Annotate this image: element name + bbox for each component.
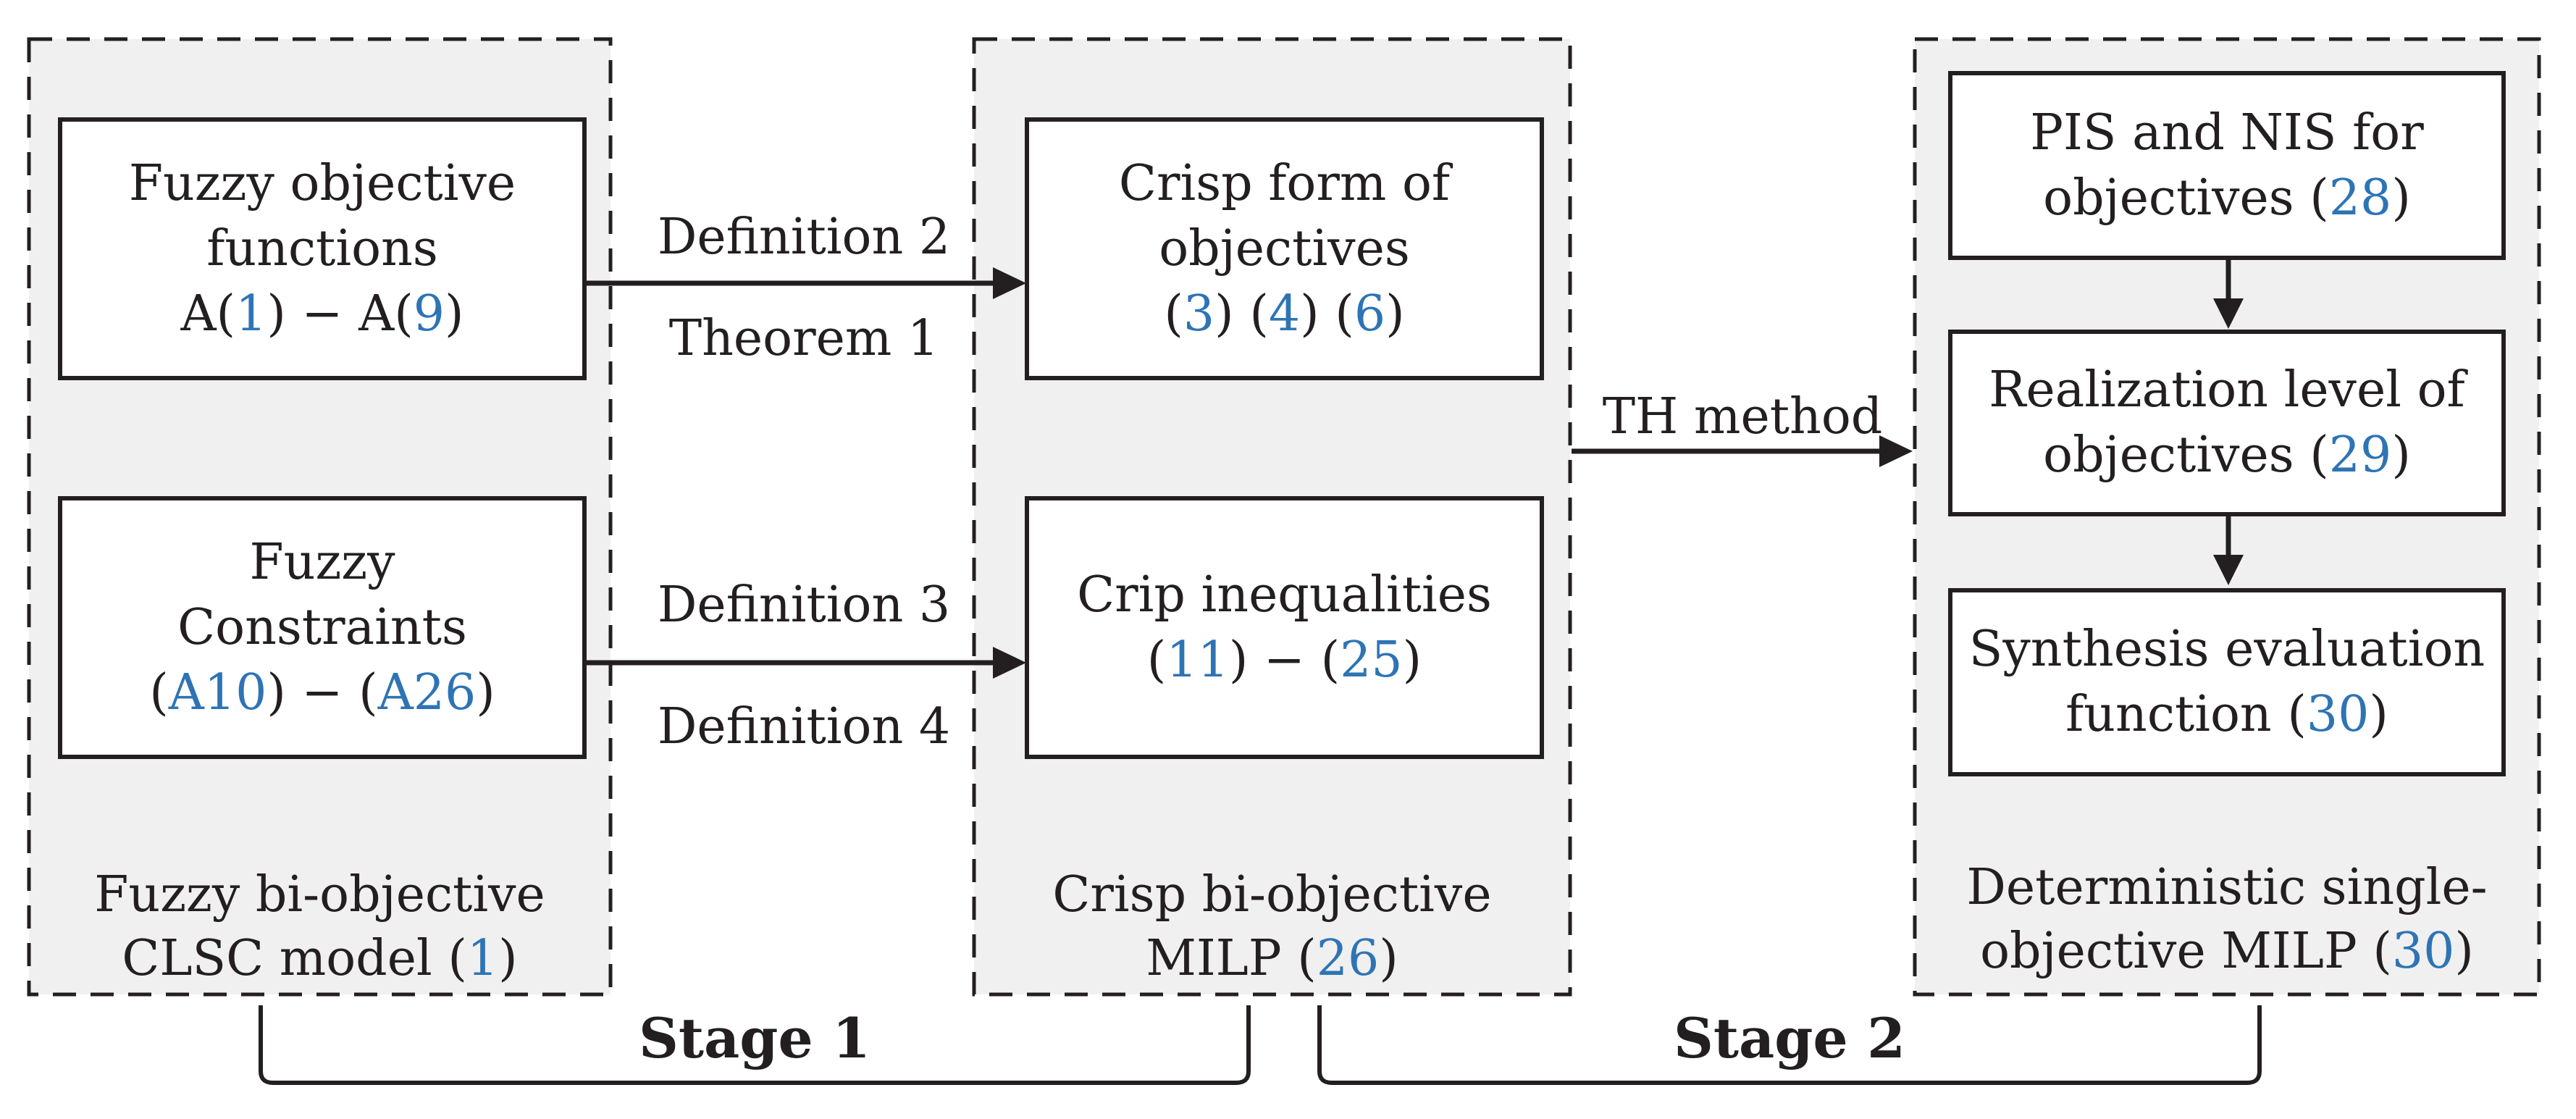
ref-milp-30: 30 [2391, 923, 2455, 980]
box-line: Fuzzy objective [128, 154, 516, 212]
ref-eq-a26: A26 [377, 663, 477, 721]
box-crisp-objectives-frame [1025, 117, 1544, 380]
arrow-realization-to-synthesis [2213, 514, 2244, 585]
text-run: MILP ( [1146, 930, 1317, 987]
text-run: ) ( [1214, 285, 1269, 343]
box-line: Realization level of [1989, 361, 2465, 419]
ref-eq-25: 25 [1340, 631, 1403, 689]
panel-label-deterministic-milp: Deterministic single- objective MILP (30… [1915, 855, 2539, 985]
box-crisp-inequalities: Crip inequalities (11) − (25) [1027, 498, 1542, 757]
ref-eq-3: 3 [1183, 285, 1215, 343]
text-run: ) [2369, 686, 2388, 743]
box-line: Synthesis evaluation [1968, 621, 2485, 678]
box-line: objectives [1159, 219, 1410, 277]
stage2-label: Stage 2 [1673, 1006, 1906, 1070]
text-run: objectives ( [2043, 427, 2329, 484]
text-run: objectives ( [2043, 169, 2329, 227]
panel-label-line: MILP (26) [1146, 927, 1398, 991]
ref-eq-9: 9 [413, 285, 445, 343]
text-run: ) [445, 285, 464, 343]
arrow-definition3-definition4 [583, 647, 1026, 679]
text-run: ( [149, 663, 169, 721]
box-pis-nis: PIS and NIS for objectives (28) [1950, 73, 2504, 258]
arrow2-label-top: Definition 3 [657, 577, 951, 634]
text-run: A( [180, 285, 236, 343]
ref-model-1: 1 [466, 930, 499, 987]
box-crisp-objectives: Crisp form of objectives (3) (4) (6) [1027, 120, 1542, 378]
box-fuzzy-objective-functions-frame [58, 117, 587, 380]
box-line: objectives (28) [2043, 166, 2411, 231]
text-run: ) − A( [267, 285, 414, 343]
box-line: functions [206, 219, 438, 277]
stage1-label: Stage 1 [638, 1006, 871, 1070]
box-line: Fuzzy [249, 533, 395, 591]
ref-eq-29: 29 [2328, 427, 2392, 484]
box-pis-nis-frame [1948, 71, 2506, 260]
text-run: ) − ( [267, 663, 378, 721]
box-line: PIS and NIS for [2030, 104, 2424, 162]
panel-label-line: Deterministic single- [1966, 859, 2488, 916]
text-run: ( [1164, 285, 1183, 343]
arrow-th-method [1572, 435, 1913, 467]
box-line: (A10) − (A26) [149, 661, 495, 726]
ref-eq-28: 28 [2328, 169, 2392, 227]
box-fuzzy-constraints-frame [58, 496, 587, 759]
text-run: ) [498, 930, 518, 987]
stage1-bracket [259, 1005, 1251, 1085]
box-crisp-inequalities-frame [1025, 496, 1544, 759]
text-run: ) [1385, 285, 1405, 343]
ref-eq-4: 4 [1268, 285, 1301, 343]
text-run: ) [476, 663, 495, 721]
text-run: ) [1402, 631, 1422, 689]
box-line: objectives (29) [2043, 423, 2411, 488]
text-run: ) [1379, 930, 1398, 987]
box-fuzzy-objective-functions: Fuzzy objective functions A(1) − A(9) [60, 120, 584, 378]
th-method-label: TH method [1602, 388, 1883, 445]
box-line: Crip inequalities [1077, 566, 1492, 624]
text-run: objective MILP ( [1980, 923, 2392, 980]
text-run: ( [1146, 631, 1167, 689]
arrow-definition2-theorem1 [583, 267, 1026, 299]
text-run: CLSC model ( [122, 930, 467, 987]
box-line: function (30) [2065, 682, 2388, 747]
box-line: (11) − (25) [1147, 628, 1422, 693]
panel-label-line: CLSC model (1) [122, 927, 517, 991]
ref-eq-30: 30 [2306, 686, 2370, 743]
box-synthesis-evaluation: Synthesis evaluation function (30) [1950, 590, 2504, 774]
panel-label-line: Fuzzy bi-objective [94, 866, 545, 923]
arrow2-label-bottom: Definition 4 [657, 698, 951, 755]
box-realization-level: Realization level of objectives (29) [1950, 332, 2504, 514]
box-line: A(1) − A(9) [180, 282, 463, 347]
ref-eq-a10: A10 [168, 663, 267, 721]
ref-eq-1: 1 [235, 285, 267, 343]
ref-eq-6: 6 [1354, 285, 1386, 343]
text-run: ) [2454, 923, 2474, 980]
box-line: Constraints [177, 598, 467, 656]
box-line: (3) (4) (6) [1164, 282, 1404, 347]
arrow1-label-top: Definition 2 [657, 209, 951, 266]
text-run: ) [2391, 427, 2411, 484]
arrow-pis-to-realization [2213, 258, 2244, 329]
panel-label-fuzzy-model: Fuzzy bi-objective CLSC model (1) [29, 862, 611, 992]
text-run: function ( [2065, 686, 2307, 743]
text-run: ) [2391, 169, 2411, 227]
box-realization-frame [1948, 330, 2506, 516]
text-run: ) ( [1300, 285, 1354, 343]
box-fuzzy-constraints: Fuzzy Constraints (A10) − (A26) [60, 498, 584, 757]
panel-label-line: objective MILP (30) [1980, 920, 2474, 984]
stage2-bracket [1317, 1005, 2262, 1085]
arrow1-label-bottom: Theorem 1 [668, 310, 939, 367]
panel-label-crisp-milp: Crisp bi-objective MILP (26) [974, 862, 1570, 992]
ref-eq-11: 11 [1166, 631, 1229, 689]
box-synthesis-frame [1948, 588, 2506, 776]
text-run: ) − ( [1228, 631, 1341, 689]
box-line: Crisp form of [1118, 154, 1451, 212]
ref-milp-26: 26 [1316, 930, 1380, 987]
panel-label-line: Crisp bi-objective [1052, 866, 1492, 923]
